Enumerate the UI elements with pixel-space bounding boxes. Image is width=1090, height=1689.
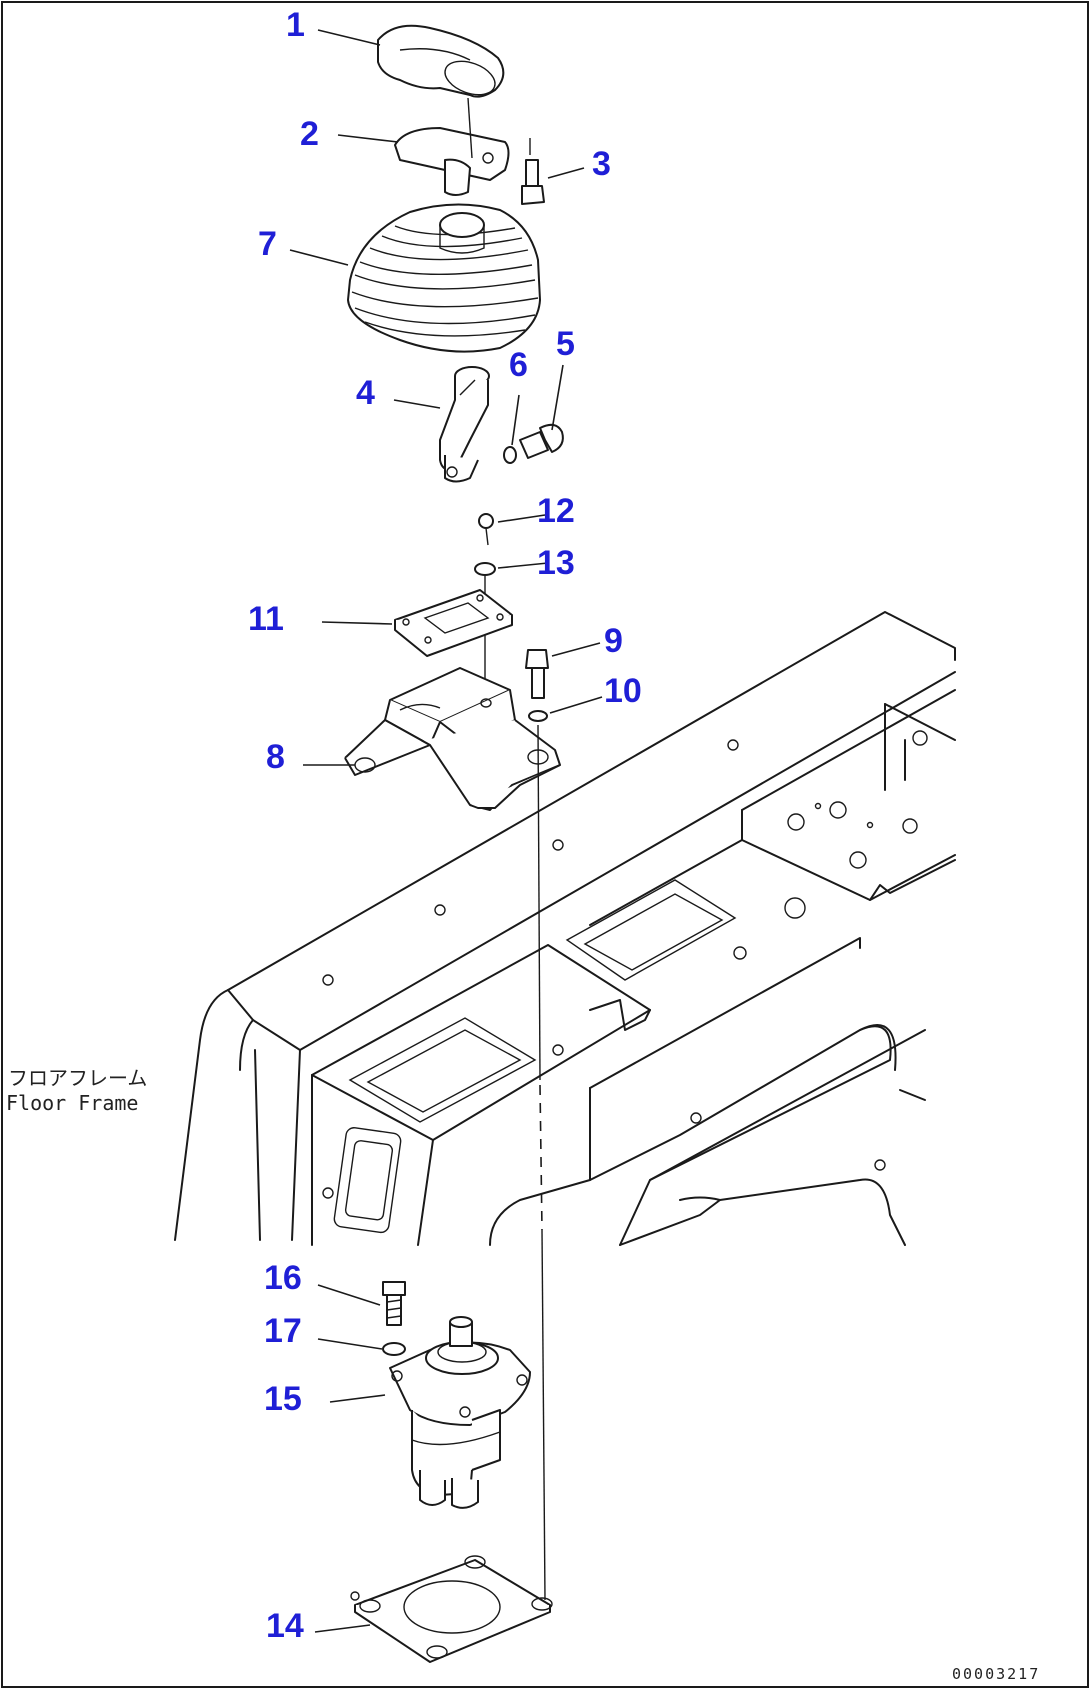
part-10-washer — [528, 710, 548, 722]
callout-6: 6 — [509, 346, 528, 384]
callout-17: 17 — [264, 1312, 302, 1350]
part-13-washer — [474, 562, 496, 576]
assembly-axis-line — [537, 724, 541, 1081]
part-5-bolt — [519, 423, 564, 459]
part-17-washer — [382, 1342, 406, 1356]
part-1-lever-knob — [377, 24, 505, 98]
floor-frame-label-jp: フロアフレーム — [8, 1066, 147, 1090]
part-16-bolt — [382, 1281, 406, 1326]
part-14-plate — [350, 1555, 553, 1663]
callout-7: 7 — [258, 225, 277, 263]
callout-5: 5 — [556, 325, 575, 363]
callout-8: 8 — [266, 738, 285, 776]
callout-10: 10 — [604, 672, 642, 710]
document-number: 00003217 — [952, 1665, 1040, 1683]
part-9-bolt — [525, 649, 549, 699]
part-2-grip-base — [394, 97, 510, 196]
part-12-clip — [478, 513, 494, 546]
callout-4: 4 — [356, 374, 375, 412]
callout-9: 9 — [604, 622, 623, 660]
callout-1: 1 — [286, 6, 305, 44]
part-7-boot — [347, 203, 541, 353]
callout-12: 12 — [537, 492, 575, 530]
part-6-washer — [503, 446, 517, 464]
callout-3: 3 — [592, 145, 611, 183]
part-8-bracket — [344, 667, 561, 811]
leader-lines — [289, 29, 603, 1633]
part-3-screw — [521, 138, 545, 205]
part-15-pilot-valve — [389, 1316, 531, 1509]
callout-14: 14 — [266, 1607, 304, 1645]
callout-2: 2 — [300, 115, 319, 153]
part-4-lever — [439, 366, 490, 483]
floor-frame-label-en: Floor Frame — [6, 1091, 138, 1115]
floor-frame — [174, 611, 956, 1246]
part-11-plate — [394, 589, 513, 657]
callout-13: 13 — [537, 544, 575, 582]
callout-16: 16 — [264, 1259, 302, 1297]
callout-15: 15 — [264, 1380, 302, 1418]
callout-11: 11 — [248, 600, 284, 638]
